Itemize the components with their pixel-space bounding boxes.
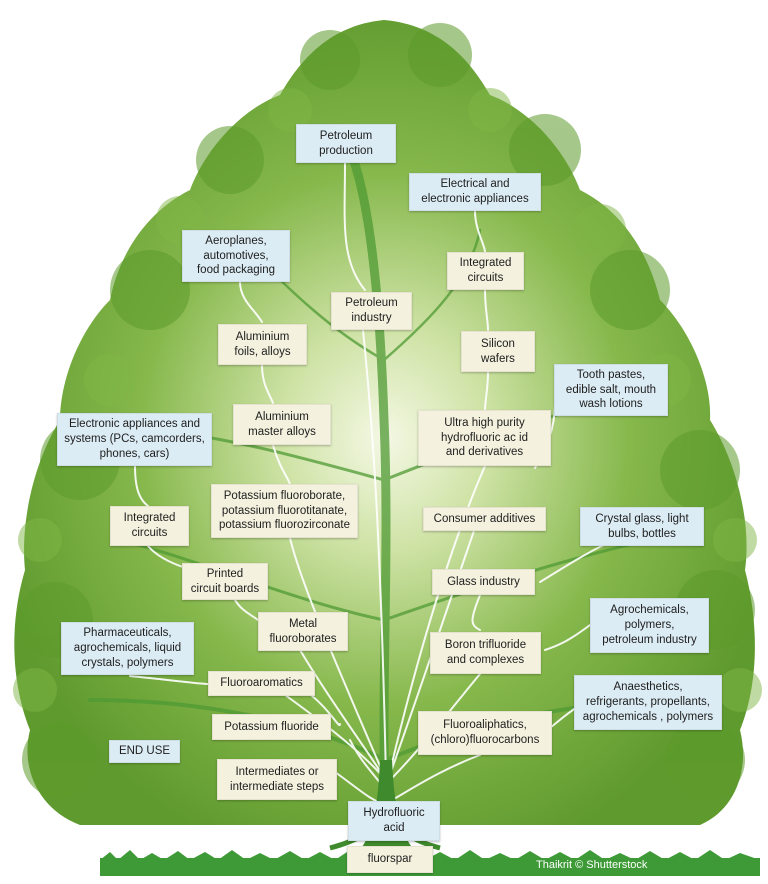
petroleum-production-box: Petroleum production bbox=[296, 124, 396, 163]
aluminium-master-alloys-box: Aluminium master alloys bbox=[233, 404, 331, 445]
fluoroaliphatics-box: Fluoroaliphatics, (chloro)fluorocarbons bbox=[418, 711, 552, 755]
fluorspar-box: fluorspar bbox=[347, 846, 433, 873]
end-use-legend-box: END USE bbox=[109, 740, 180, 763]
aeroplanes-box: Aeroplanes, automotives, food packaging bbox=[182, 230, 290, 282]
hydrofluoric-acid-box: Hydrofluoric acid bbox=[348, 801, 440, 841]
consumer-additives-box: Consumer additives bbox=[423, 507, 546, 531]
ultra-high-purity-box: Ultra high purity hydrofluoric ac id and… bbox=[418, 410, 551, 466]
metal-fluoroborates-box: Metal fluoroborates bbox=[258, 612, 348, 651]
integrated-circuits-left-box: Integrated circuits bbox=[110, 506, 189, 546]
agrochemicals-polymers-box: Agrochemicals, polymers, petroleum indus… bbox=[590, 598, 709, 653]
intermediates-legend-box: Intermediates or intermediate steps bbox=[217, 759, 337, 800]
integrated-circuits-top-box: Integrated circuits bbox=[447, 252, 524, 290]
crystal-glass-box: Crystal glass, light bulbs, bottles bbox=[580, 507, 704, 546]
glass-industry-box: Glass industry bbox=[432, 569, 535, 595]
image-credit: Thaikrit © Shutterstock bbox=[536, 859, 648, 871]
pharmaceuticals-box: Pharmaceuticals, agrochemicals, liquid c… bbox=[61, 622, 194, 675]
boron-trifluoride-box: Boron trifluoride and complexes bbox=[430, 632, 541, 674]
petroleum-industry-box: Petroleum industry bbox=[331, 292, 412, 330]
potassium-fluoroborate-box: Potassium fluoroborate, potassium fluoro… bbox=[211, 484, 358, 538]
electrical-appliances-box: Electrical and electronic appliances bbox=[409, 173, 541, 211]
electronic-appliances-systems-box: Electronic appliances and systems (PCs, … bbox=[57, 413, 212, 466]
fluoroaromatics-box: Fluoroaromatics bbox=[208, 671, 315, 696]
aluminium-foils-box: Aluminium foils, alloys bbox=[218, 324, 307, 365]
silicon-wafers-box: Silicon wafers bbox=[461, 331, 535, 372]
anaesthetics-box: Anaesthetics, refrigerants, propellants,… bbox=[574, 675, 722, 730]
potassium-fluoride-box: Potassium fluoride bbox=[212, 714, 331, 740]
tooth-pastes-box: Tooth pastes, edible salt, mouth wash lo… bbox=[554, 364, 668, 416]
printed-circuit-boards-box: Printed circuit boards bbox=[182, 563, 268, 600]
